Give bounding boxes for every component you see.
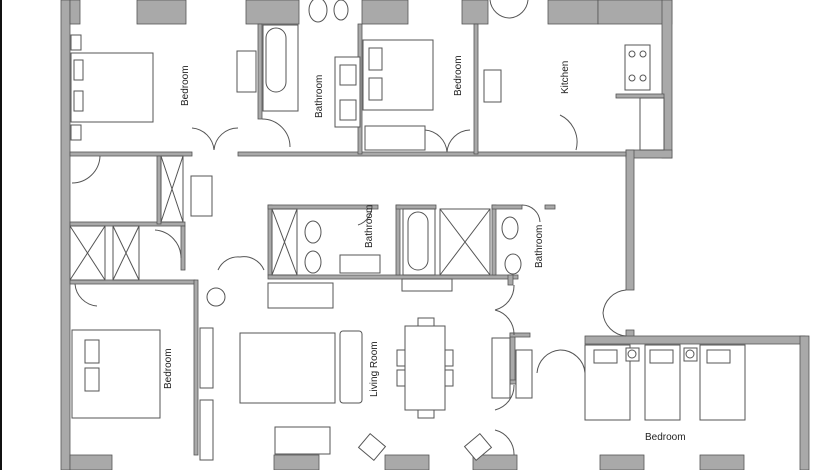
room-label-bedroom-1: Bedroom — [180, 65, 191, 106]
room-label-bathroom-1: Bathroom — [314, 75, 325, 118]
sofa — [267, 282, 334, 309]
room-label-kitchen: Kitchen — [560, 61, 571, 94]
bidet — [333, 0, 349, 21]
doors — [71, 0, 627, 456]
bed — [70, 52, 154, 123]
toilet — [308, 0, 328, 23]
stove — [624, 44, 651, 91]
dining-table — [404, 325, 446, 411]
furniture — [69, 0, 746, 462]
room-label-bedroom-2: Bedroom — [453, 55, 464, 96]
sofa — [274, 426, 331, 455]
room-label-living-room: Living Room — [369, 341, 380, 397]
room-label-bedroom-3: Bedroom — [163, 348, 174, 389]
left-edge — [0, 0, 2, 470]
room-label-bathroom-3: Bathroom — [534, 225, 545, 268]
outer-walls — [60, 0, 810, 470]
room-label-bathroom-2: Bathroom — [364, 205, 375, 248]
bed — [239, 332, 336, 404]
room-label-bedroom-4: Bedroom — [645, 432, 686, 443]
